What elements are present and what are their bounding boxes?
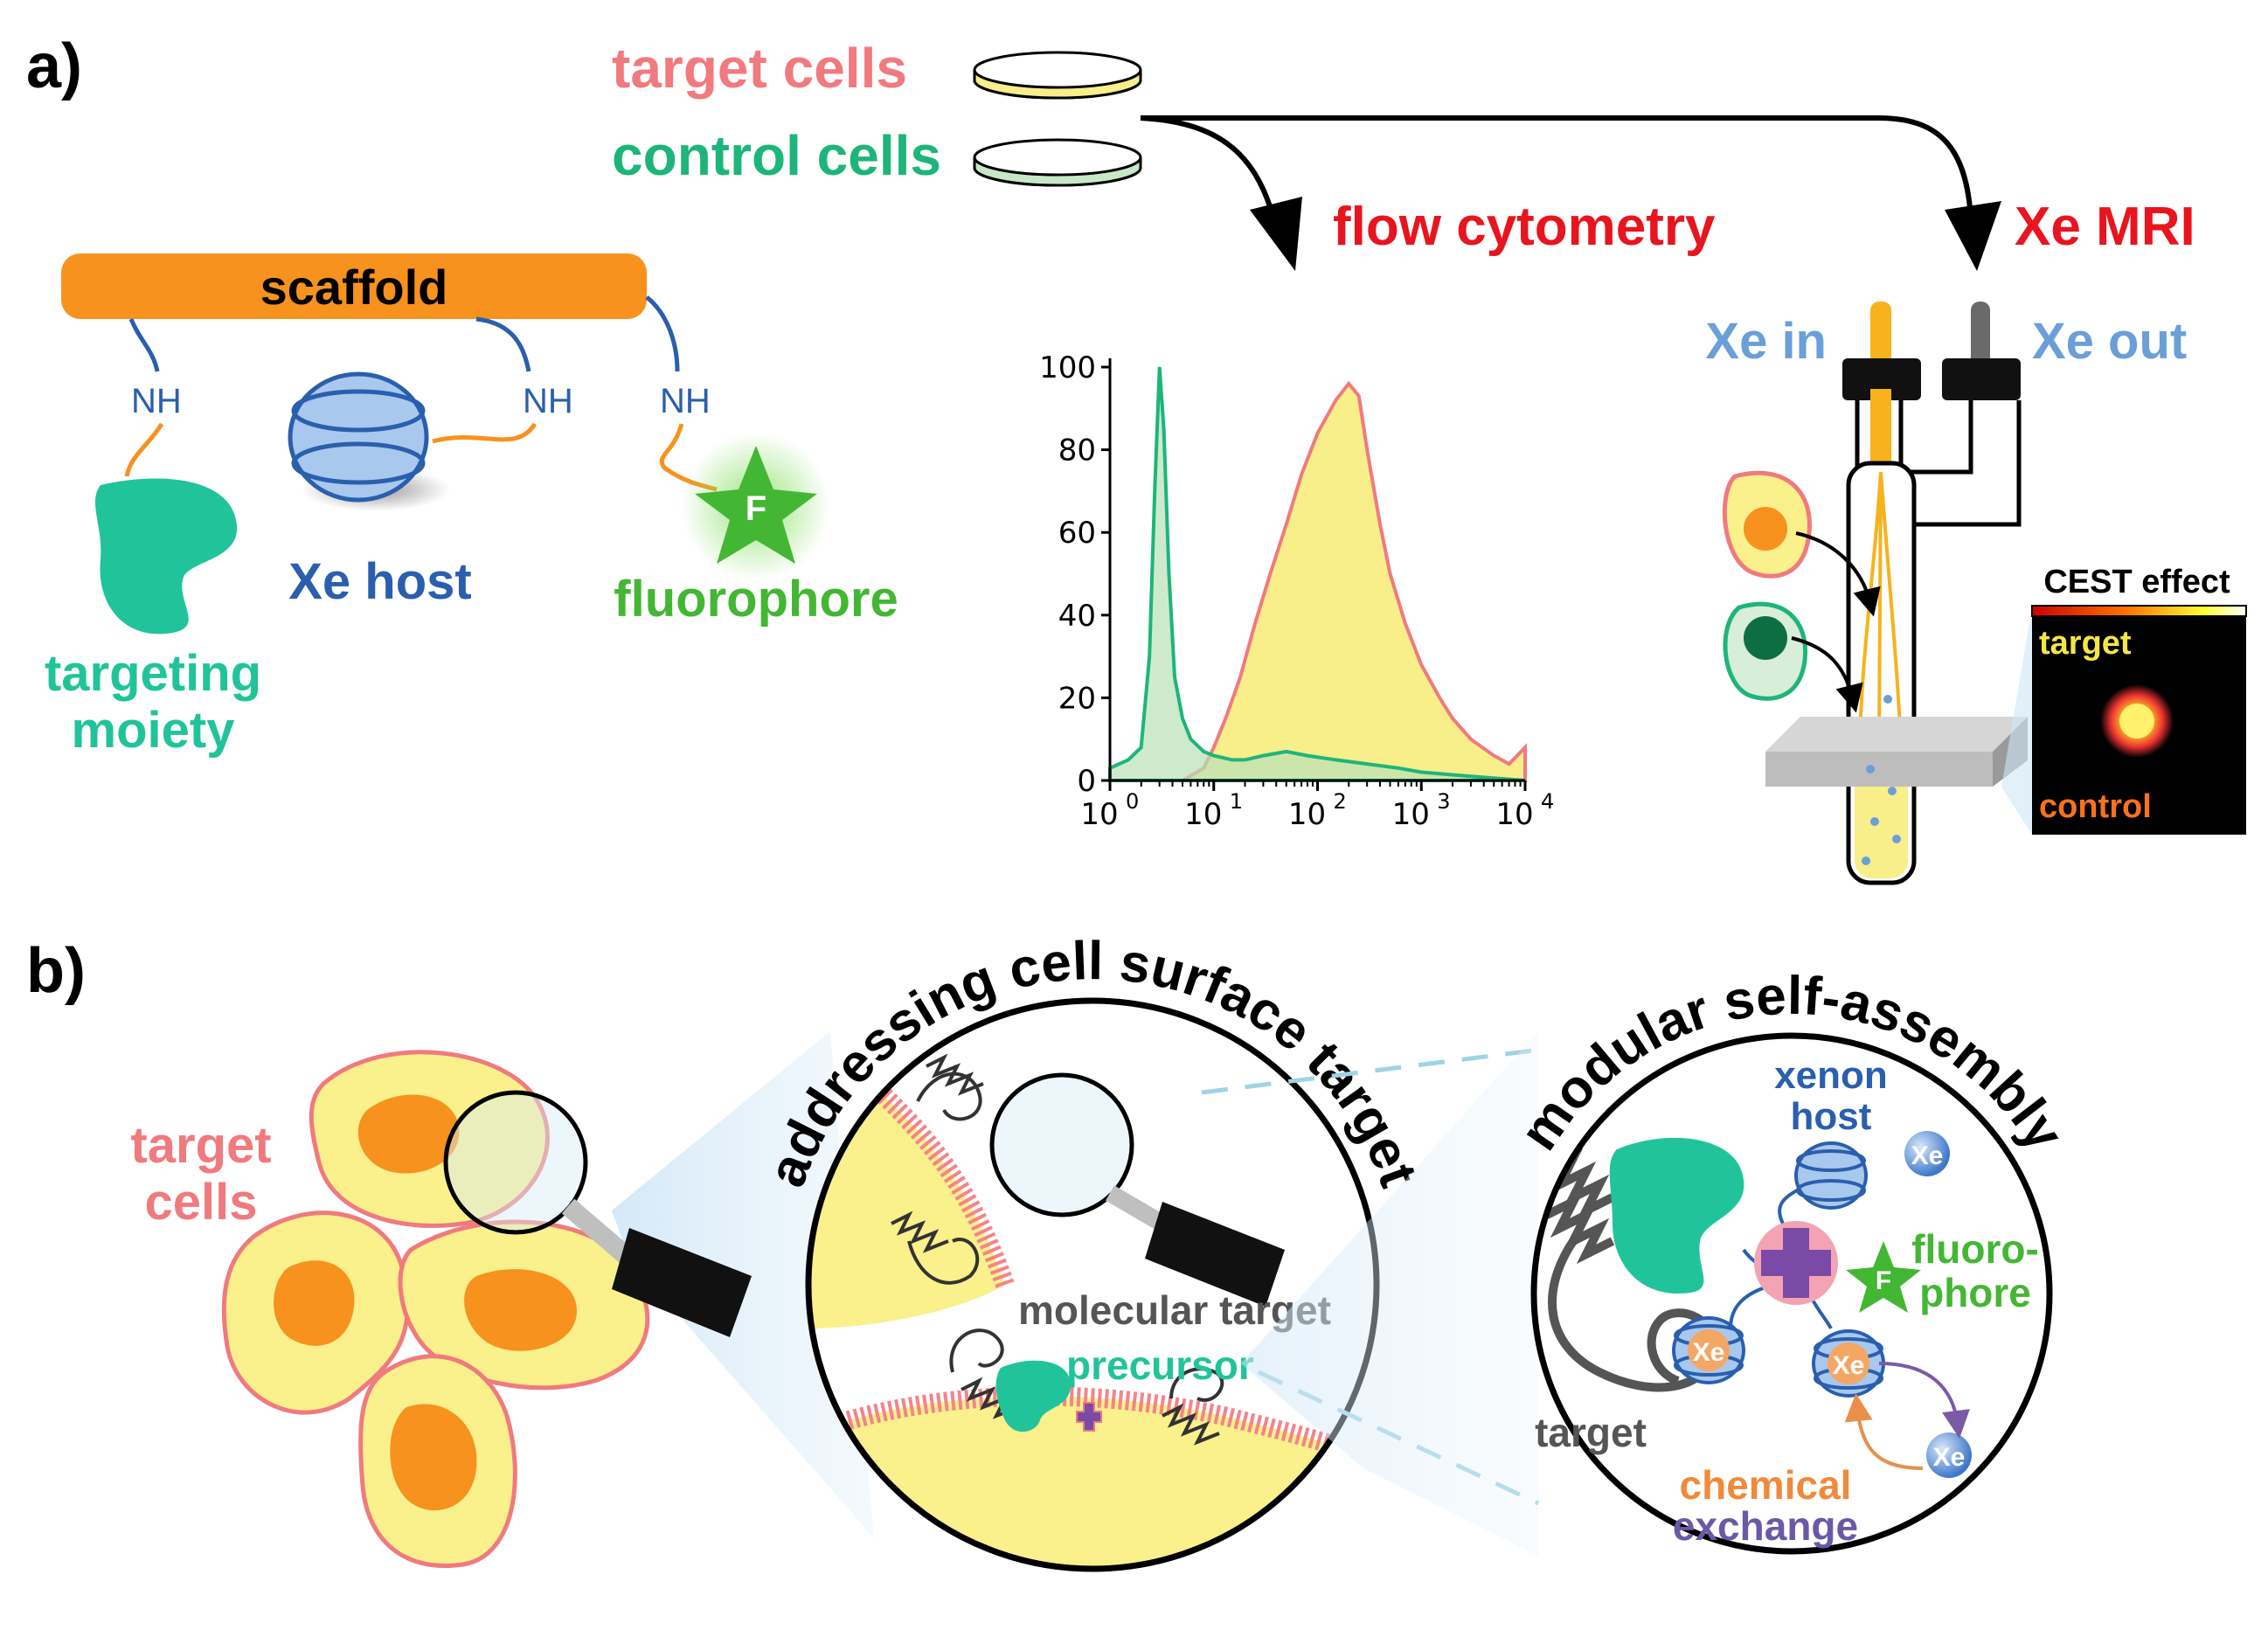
target-dish [973,51,1142,100]
x-tick-label: 10 [1080,797,1118,832]
xe-glyph-2: Xe [1693,1338,1725,1367]
zoom-circle-assembly: Xe Xe Xe Xe F xenon host fluoro- phore t… [1530,1032,2053,1555]
nh-label-3: NH [660,382,711,420]
xe-glyph-1: Xe [1911,1141,1944,1170]
y-tick-label: 100 [1039,350,1096,385]
chemical-label: chemical [1680,1462,1852,1508]
scaffold-label: scaffold [260,260,448,315]
x-tick-label: 10 [1288,797,1326,832]
x-tick-label: 10 [1184,797,1222,832]
exchange-label: exchange [1673,1503,1858,1549]
x-tick-exponent: 3 [1437,789,1450,814]
xe-mri-label: Xe MRI [2015,197,2195,257]
x-tick-label: 10 [1392,797,1430,832]
flow-cytometry-label: flow cytometry [1333,197,1716,257]
arrow-to-mri [1141,115,1973,219]
xe-out-label: Xe out [2032,313,2187,370]
xe-glyph-3: Xe [1833,1351,1865,1380]
scaffold-bar [61,253,647,319]
target-cells-cluster [221,1050,650,1568]
targeting-label-2: moiety [72,702,235,759]
targeting-moiety-shape [94,478,238,635]
nh-label-1: NH [131,382,182,420]
target-cells-label-b2: cells [145,1174,258,1231]
target-cells-label-b1: target [130,1117,271,1174]
series-area-control-cells [1108,366,1526,782]
y-tick-label: 40 [1058,599,1096,634]
cest-effect-label: CEST effect [2043,564,2230,600]
xenon-host-label-1: xenon [1774,1054,1888,1097]
y-tick-label: 20 [1058,681,1096,716]
y-tick-label: 0 [1077,764,1096,799]
cest-image: CEST effect target control [2031,564,2247,835]
fluorophore-glyph: F [746,489,766,528]
arrow-to-flow [1140,115,1279,228]
nh-label-2: NH [523,382,573,420]
xe-host-cage [288,371,450,511]
control-cells-label: control cells [612,124,941,187]
xe-host-label: Xe host [288,553,472,610]
target-cells-label: target cells [612,37,907,100]
cest-target-label: target [2039,625,2132,662]
xenon-host-label-2: host [1791,1095,1872,1138]
zoom-circle-surface: molecular target precursor [805,997,1380,1572]
x-tick-exponent: 4 [1541,789,1554,814]
mri-apparatus [1722,302,2028,885]
xe-glyph-4: Xe [1933,1443,1966,1472]
x-tick-exponent: 1 [1230,789,1243,814]
control-dish [973,138,1142,187]
cest-control-label: control [2039,788,2152,825]
fluorophore-label-b2: phore [1919,1270,2031,1315]
panel-b-label: b) [26,936,86,1006]
fluor-f-glyph: F [1876,1266,1891,1295]
fluorophore-star-icon [695,446,817,564]
x-tick-exponent: 0 [1126,789,1139,814]
targeting-label-1: targeting [45,645,261,702]
x-tick-exponent: 2 [1334,789,1347,814]
x-tick-label: 10 [1495,797,1533,832]
target-label-b: target [1535,1410,1647,1455]
xe-in-label: Xe in [1705,313,1827,370]
fluorophore-label-b1: fluoro- [1911,1226,2039,1272]
panel-a-label: a) [26,31,82,101]
series-area-target-cells [1110,380,1527,782]
fluorophore-label: fluorophore [614,571,898,628]
y-tick-label: 60 [1058,516,1096,551]
precursor-label: precursor [1066,1342,1254,1388]
magnifier-handle-1 [612,1228,752,1337]
y-tick-label: 80 [1058,434,1096,468]
